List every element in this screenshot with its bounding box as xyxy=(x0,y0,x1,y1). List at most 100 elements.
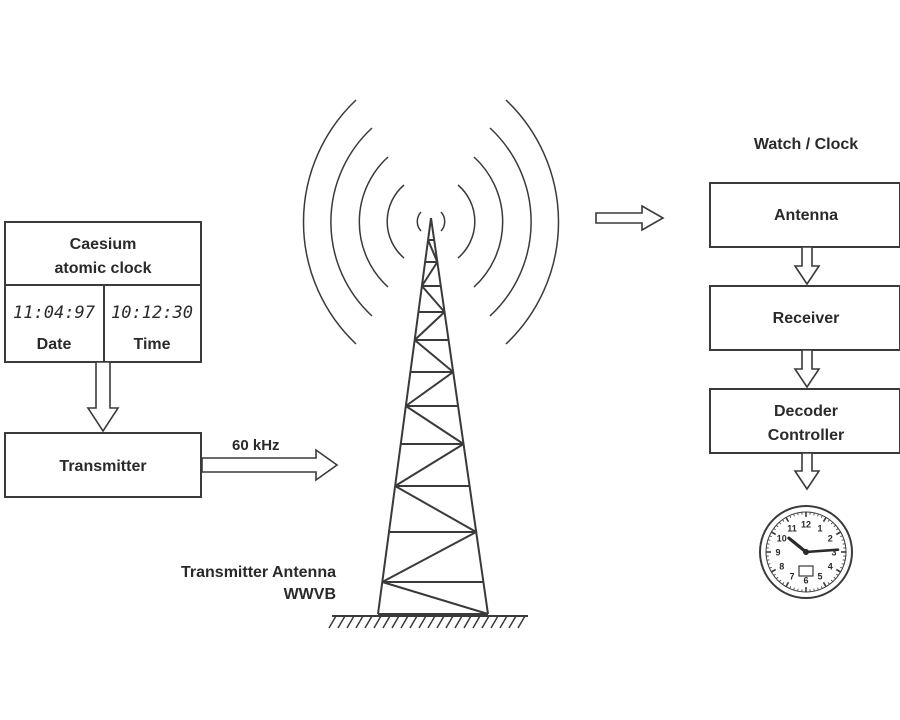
clock-tick xyxy=(793,587,795,591)
clock-tick xyxy=(773,573,776,576)
clock-tick xyxy=(836,573,839,576)
clock-numeral: 6 xyxy=(803,576,808,586)
ground-hatch-stroke xyxy=(427,615,436,629)
transmitter-label: Transmitter xyxy=(59,458,146,475)
clock-tick xyxy=(778,579,782,582)
antenna-caption-1: Transmitter Antenna xyxy=(181,564,336,581)
ground-hatch-stroke xyxy=(445,615,454,629)
down-arrow-icon xyxy=(793,246,821,286)
clock-numeral: 1 xyxy=(817,523,822,533)
ground-hatch-stroke xyxy=(454,615,463,629)
wave-right-1 xyxy=(440,211,446,232)
ground-hatch-stroke xyxy=(391,615,400,629)
clock-tick xyxy=(822,516,827,523)
antenna-label: Antenna xyxy=(774,207,838,224)
clock-numeral: 11 xyxy=(787,523,797,533)
clock-tick xyxy=(778,522,782,525)
ground-hatch-stroke xyxy=(418,615,427,629)
wave-left-5 xyxy=(302,99,357,345)
clock-center-pin xyxy=(803,549,809,555)
clock-tick xyxy=(822,581,827,588)
tower-leg-left xyxy=(377,217,432,615)
clock-numeral: 5 xyxy=(817,572,822,582)
clock-tick xyxy=(766,543,770,545)
tower-diagonal xyxy=(413,311,446,341)
tower-diagonal xyxy=(394,443,465,487)
clock-tick xyxy=(767,563,771,565)
hour-hand xyxy=(787,536,808,554)
clock-tick xyxy=(789,586,792,589)
clock-tick xyxy=(770,568,777,573)
ground-hatch-stroke xyxy=(436,615,445,629)
atomic-clock-title-1: Caesium xyxy=(70,236,137,253)
ground-hatch-stroke xyxy=(355,615,364,629)
atomic-clock-title-2: atomic clock xyxy=(55,260,152,277)
clock-tick xyxy=(833,576,836,580)
tower-diagonal xyxy=(381,531,477,583)
ground-hatch-stroke xyxy=(508,615,517,629)
clock-tick xyxy=(769,535,772,538)
clock-numeral: 2 xyxy=(828,534,833,544)
antenna-frame xyxy=(709,182,900,248)
clock-tick xyxy=(840,566,843,569)
ground-hatch-stroke xyxy=(346,615,355,629)
clock-tick xyxy=(827,519,830,522)
wave-right-5 xyxy=(505,99,560,345)
clock-numeral: 7 xyxy=(789,572,794,582)
tower-diagonal xyxy=(405,405,465,445)
clock-tick xyxy=(770,531,777,536)
clock-tick xyxy=(830,522,834,525)
transmitter-tower xyxy=(377,217,489,615)
minute-hand xyxy=(804,548,840,554)
clock-tick xyxy=(820,586,823,589)
radio-waves xyxy=(302,99,560,345)
right-arrow-icon xyxy=(595,204,665,232)
clock-tick xyxy=(817,513,819,517)
clock-tick xyxy=(789,515,792,518)
date-display: 11:04:97 xyxy=(13,303,96,323)
clock-tick xyxy=(785,581,790,588)
ground-hatch-stroke xyxy=(382,615,391,629)
ground-hatch-stroke xyxy=(364,615,373,629)
clock-tick xyxy=(820,515,823,518)
tower-diagonal xyxy=(414,339,454,373)
clock-numeral: 4 xyxy=(828,562,833,572)
ground-hatch-stroke xyxy=(499,615,508,629)
ground xyxy=(328,615,528,629)
time-display: 10:12:30 xyxy=(111,303,193,323)
wave-left-4 xyxy=(330,127,373,317)
clock-numeral: 10 xyxy=(777,534,787,544)
tower-diagonal xyxy=(405,371,454,407)
clock-ticks xyxy=(766,512,846,592)
clock-tick xyxy=(782,519,785,522)
clock-tick xyxy=(797,512,799,516)
clock-tick xyxy=(785,516,790,523)
decoder-controller-box: Decoder Controller xyxy=(709,388,900,454)
ground-hatch-stroke xyxy=(517,615,526,629)
right-arrow-icon xyxy=(201,448,339,482)
tower-diagonal xyxy=(394,485,477,533)
ground-hatch-stroke xyxy=(472,615,481,629)
antenna-caption-2: WWVB xyxy=(284,586,336,603)
clock-numeral: 3 xyxy=(831,548,836,558)
wave-left-1 xyxy=(416,211,422,232)
transmitter-box: Transmitter xyxy=(4,432,202,498)
down-arrow-icon xyxy=(793,452,821,491)
clock-tick xyxy=(782,582,785,585)
wave-left-2 xyxy=(386,184,405,259)
clock-tick xyxy=(793,513,795,517)
clock-numeral: 8 xyxy=(779,562,784,572)
wave-right-2 xyxy=(457,184,476,259)
ground-hatch-stroke xyxy=(481,615,490,629)
clock-tick xyxy=(840,535,843,538)
clock-tick xyxy=(830,579,834,582)
tower-lattice xyxy=(378,239,489,615)
tower-diagonal xyxy=(427,239,439,263)
clock-tick xyxy=(813,512,815,516)
clock-tick xyxy=(776,576,779,580)
ground-hatch-stroke xyxy=(373,615,382,629)
receiver-box: Receiver xyxy=(709,285,900,351)
decoder-frame xyxy=(709,388,900,454)
clock-tick xyxy=(773,528,776,531)
